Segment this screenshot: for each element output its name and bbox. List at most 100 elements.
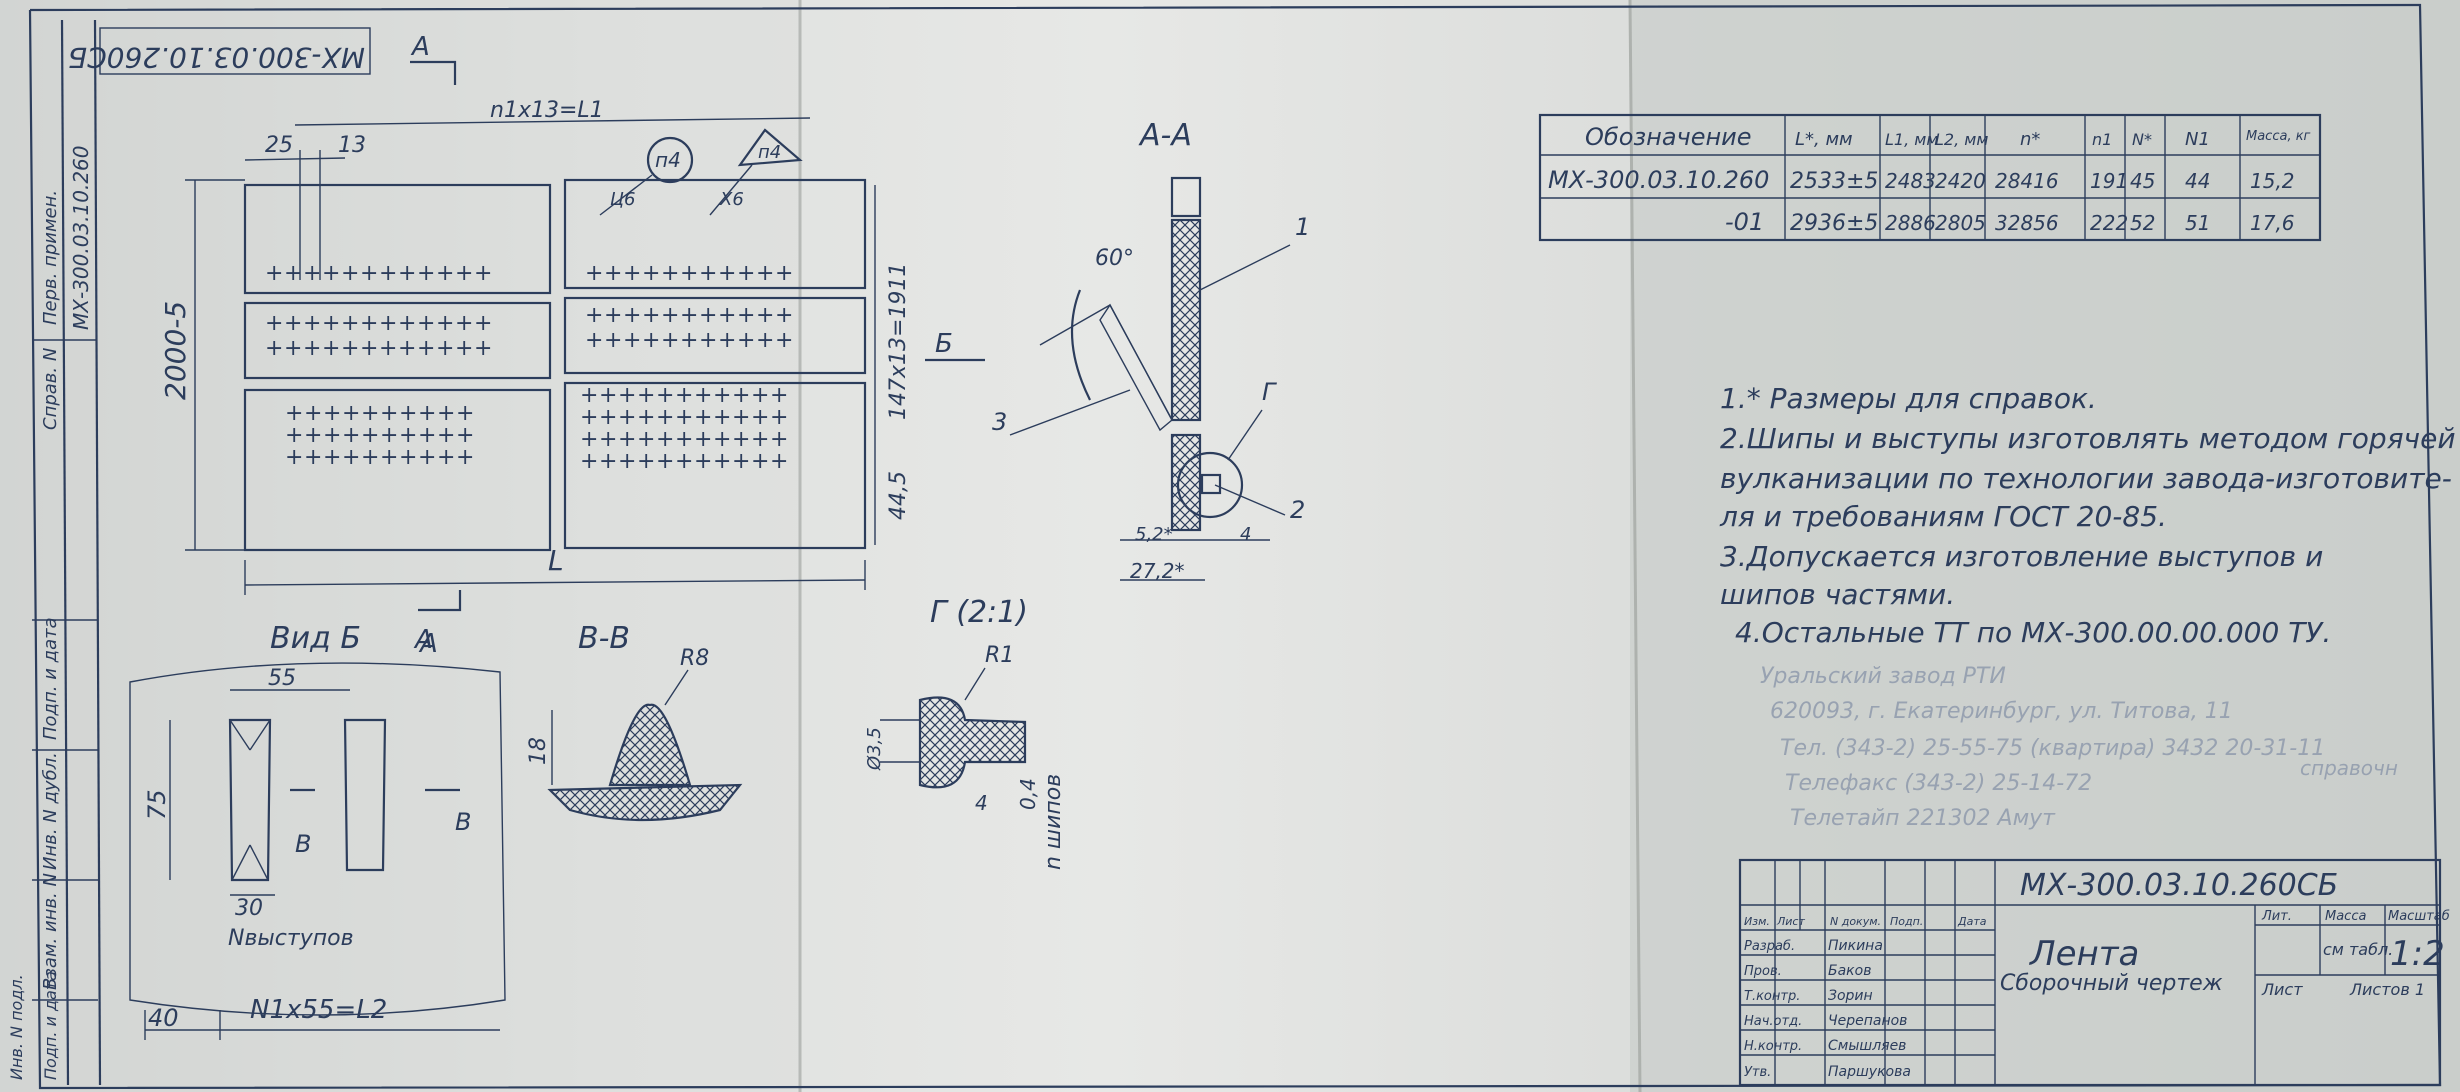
view-b-title: Вид Б xyxy=(270,621,361,656)
stud-mark: + xyxy=(380,423,398,448)
stud-mark: + xyxy=(285,445,303,470)
stud-mark: + xyxy=(699,328,717,353)
stud-mark: + xyxy=(437,445,455,470)
th-nn1: N1 xyxy=(2185,129,2210,150)
side-label-sign-2: Подп. и дата xyxy=(41,971,60,1080)
note-line: ля и требованиям ГОСТ 20-85. xyxy=(1719,500,2167,533)
stud-mark: + xyxy=(756,303,774,328)
stamp-sub: справочн xyxy=(2300,756,2398,780)
view-b: Вид Б 55 75 30 Nвыступов В В 40 N1x55=L2… xyxy=(129,621,506,1040)
stud-mark: + xyxy=(642,261,660,286)
td-r2-2: 2886 xyxy=(1885,211,1936,235)
mark-b1: В xyxy=(295,830,311,858)
stud-mark: + xyxy=(718,261,736,286)
tb-col-scale: Масштаб xyxy=(2388,909,2450,924)
right-small-dim: 44,5 xyxy=(886,471,911,520)
side-label-repl: Взам. инв. N xyxy=(40,873,61,990)
corner-code: МХ-300.03.10.260СБ xyxy=(68,41,365,74)
stud-mark: + xyxy=(398,336,416,361)
td-r2-8: 17,6 xyxy=(2250,211,2295,235)
stamp-line: Тел. (343-2) 25-55-75 (квартира) 3432 20… xyxy=(1780,736,2325,761)
tb-role: Утв. xyxy=(1744,1065,1771,1080)
stud-mark: + xyxy=(699,303,717,328)
stud-mark: + xyxy=(379,336,397,361)
th-mass: Масса, кг xyxy=(2246,129,2311,144)
tag-mark-2: Х6 xyxy=(719,189,744,210)
side-primary-code: МХ-300.03.10.260 xyxy=(69,146,93,331)
td-r1-6: 45 xyxy=(2130,169,2155,193)
stud-mark: + xyxy=(304,401,322,426)
tb-sheet: Лист xyxy=(2261,980,2303,999)
td-r2-5: 222 xyxy=(2090,211,2128,235)
spec-table: Обозначение L*, мм L1, мм L2, мм n* n1 N… xyxy=(1538,113,2322,242)
tb-sheets: Листов 1 xyxy=(2349,980,2425,999)
stud-mark: + xyxy=(455,311,473,336)
tb-col-lit: Лит. xyxy=(2261,909,2292,924)
stud-mark: + xyxy=(718,328,736,353)
stud-mark: + xyxy=(675,449,693,474)
stud-mark: + xyxy=(656,405,674,430)
stud-mark: + xyxy=(474,261,492,286)
stud-mark: + xyxy=(455,261,473,286)
detail-label: n шипов xyxy=(1041,774,1066,870)
stud-mark: + xyxy=(642,328,660,353)
tb-code: МХ-300.03.10.260СБ xyxy=(2020,868,2338,903)
stud-mark: + xyxy=(323,423,341,448)
stud-mark: + xyxy=(618,383,636,408)
stud-mark: + xyxy=(580,449,598,474)
th-n1: n1 xyxy=(2092,130,2112,149)
stud-mark: + xyxy=(342,445,360,470)
stud-mark: + xyxy=(399,445,417,470)
stud-mark: + xyxy=(399,401,417,426)
side-label-dup: Инв. N дубл. xyxy=(40,752,61,870)
stud-mark: + xyxy=(456,423,474,448)
stud-mark: + xyxy=(618,427,636,452)
stud-mark: + xyxy=(623,303,641,328)
detail-dim-04: 0,4 xyxy=(1016,778,1040,810)
height-18: 18 xyxy=(526,737,551,765)
stamp-line: 620093, г. Екатеринбург, ул. Титова, 11 xyxy=(1770,699,2233,724)
stud-mark: + xyxy=(342,423,360,448)
stud-mark: + xyxy=(361,401,379,426)
view-b-arrow: Б xyxy=(935,329,953,359)
tb-row-label: Лист xyxy=(1776,915,1805,928)
stud-mark: + xyxy=(732,383,750,408)
stud-mark: + xyxy=(680,261,698,286)
stud-mark: + xyxy=(303,261,321,286)
th-l2: L2, мм xyxy=(1935,130,1988,149)
stud-mark: + xyxy=(398,261,416,286)
side-label-first-use: Перв. примен. xyxy=(40,190,61,325)
note-line: шипов частями. xyxy=(1720,578,1955,611)
dim-13: 13 xyxy=(338,133,366,158)
stud-mark: + xyxy=(456,401,474,426)
th-l: L*, мм xyxy=(1795,129,1853,150)
callout-2: 2 xyxy=(1290,496,1305,524)
stud-mark: + xyxy=(285,401,303,426)
stud-marks: ++++++++++++++++++++++++++++++++++++++++… xyxy=(265,261,793,474)
paper-panel-right xyxy=(1630,0,2460,1092)
stud-mark: + xyxy=(341,261,359,286)
tb-role: Пров. xyxy=(1744,964,1782,979)
height-dim: 2000-5 xyxy=(159,301,192,400)
stud-mark: + xyxy=(360,261,378,286)
note-line: 2.Шипы и выступы изготовлять методом гор… xyxy=(1720,422,2456,455)
tb-mass: см табл. xyxy=(2323,940,2393,959)
stud-mark: + xyxy=(585,261,603,286)
bottom-dim-n1: N1x55=L2 xyxy=(250,995,387,1025)
dim-272: 27,2* xyxy=(1130,559,1185,583)
stud-mark: + xyxy=(322,311,340,336)
tb-person: Черепанов xyxy=(1828,1013,1907,1029)
stud-mark: + xyxy=(599,405,617,430)
main-view: А n1x13=L1 25 13 п4 Ц6 п4 Х6 +++++++++++… xyxy=(159,32,911,655)
stud-mark: + xyxy=(756,328,774,353)
dim-4: 4 xyxy=(1240,524,1251,545)
stud-mark: + xyxy=(775,261,793,286)
stud-mark: + xyxy=(775,303,793,328)
tb-name: Лента xyxy=(2028,934,2139,974)
stud-mark: + xyxy=(418,423,436,448)
stud-mark: + xyxy=(661,328,679,353)
stud-mark: + xyxy=(474,311,492,336)
callout-g: Г xyxy=(1262,378,1277,406)
stud-mark: + xyxy=(265,261,283,286)
stud-mark: + xyxy=(599,427,617,452)
